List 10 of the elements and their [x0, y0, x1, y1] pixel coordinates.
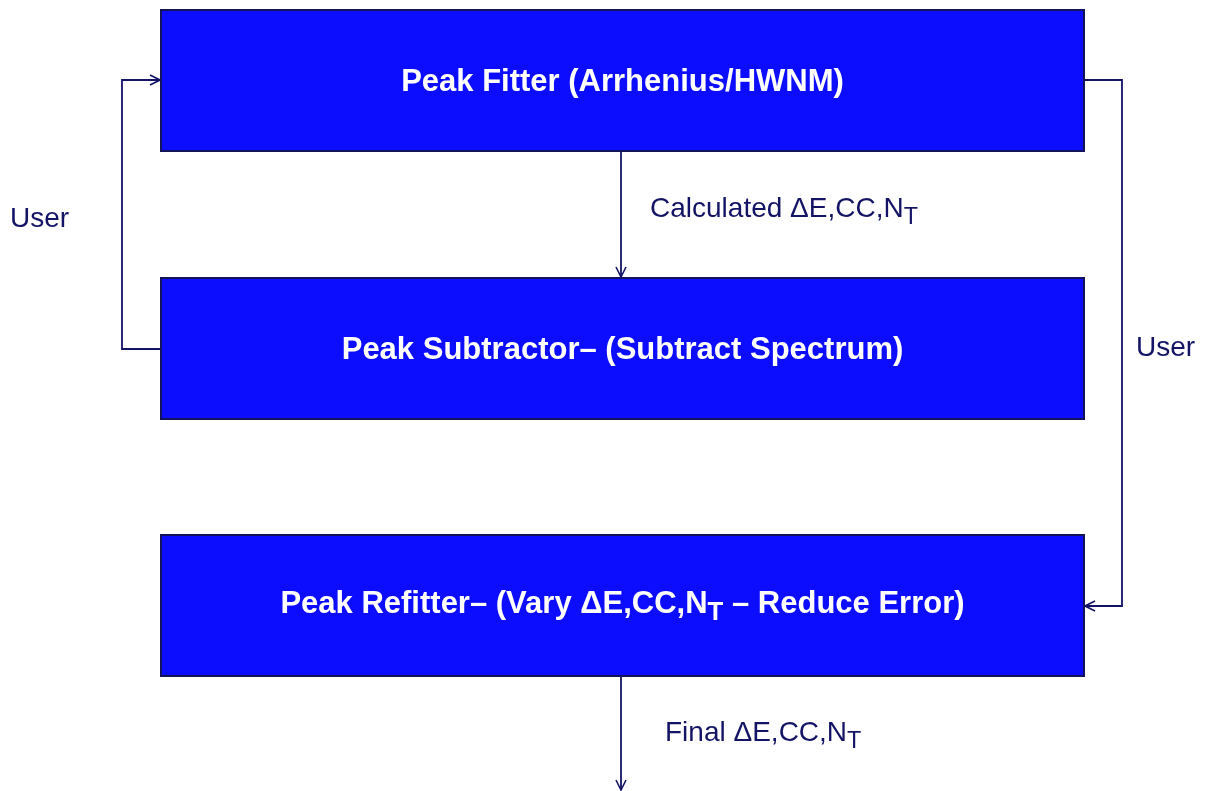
- box-label: Peak Fitter (Arrhenius/HWNM): [401, 62, 844, 99]
- process-box: [160, 277, 1085, 420]
- process-box: [160, 9, 1085, 152]
- arrow: [615, 151, 627, 278]
- box-label: Peak Subtractor– (Subtract Spectrum): [341, 330, 904, 367]
- box-label: Peak Refitter– (Vary ΔE,CC,N$_{T}$ – Reduce Error): [280, 584, 965, 627]
- arrow: [1084, 79, 1123, 612]
- arrow: [121, 74, 161, 350]
- arrow: [615, 676, 627, 791]
- process-box: [160, 534, 1085, 677]
